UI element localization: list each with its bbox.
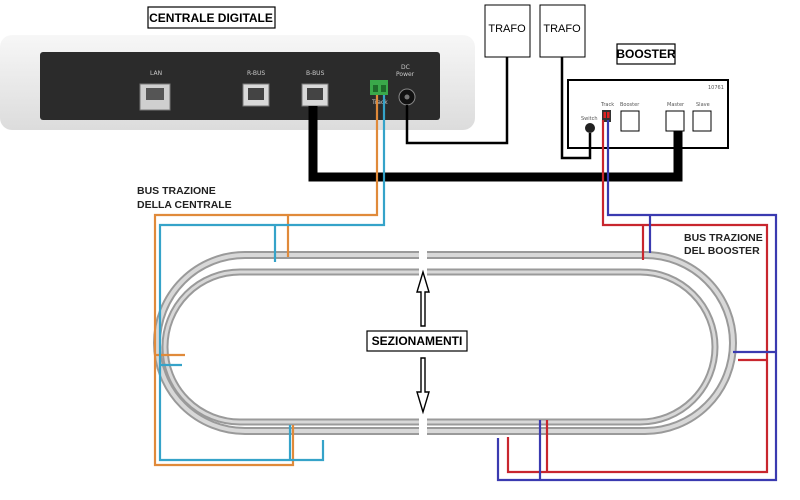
bus-booster-label-1: BUS TRAZIONE bbox=[684, 232, 763, 244]
track-layout bbox=[153, 245, 737, 437]
r-bus-port: R-BUS bbox=[242, 70, 270, 107]
trafo-box-1: TRAFO bbox=[484, 4, 531, 58]
arrow-down bbox=[416, 357, 430, 415]
b-bus-port: B-BUS bbox=[301, 70, 329, 107]
booster-device: 10761 Switch Track Booster Master Slave bbox=[567, 79, 729, 149]
booster-switch-label: Switch bbox=[581, 116, 598, 122]
r-bus-label: R-BUS bbox=[247, 70, 265, 77]
lan-port: LAN bbox=[139, 70, 171, 111]
centrale-label-box: CENTRALE DIGITALE bbox=[147, 6, 276, 29]
lan-label: LAN bbox=[150, 70, 162, 77]
bus-booster-label-2: DEL BOOSTER bbox=[684, 245, 760, 257]
booster-title: BOOSTER bbox=[616, 47, 676, 61]
bus-centrale-blue-wire bbox=[158, 95, 386, 462]
booster-track-label: Track bbox=[600, 102, 614, 108]
bus-trazione-centrale bbox=[153, 95, 386, 467]
sezionamenti-box: SEZIONAMENTI bbox=[366, 330, 468, 352]
b-bus-cable bbox=[308, 106, 683, 182]
section-gap-bottom bbox=[419, 413, 427, 437]
track-terminal: Track bbox=[370, 80, 388, 106]
bus-centrale-label-2: DELLA CENTRALE bbox=[137, 199, 232, 211]
booster-switch-port: Switch bbox=[581, 116, 598, 133]
bus-booster-red-wire bbox=[506, 120, 769, 474]
sezionamenti-label: SEZIONAMENTI bbox=[372, 334, 463, 348]
booster-model: 10761 bbox=[708, 85, 724, 91]
booster-booster-port: Booster bbox=[620, 102, 640, 132]
trafo-2-to-booster-cable bbox=[560, 57, 592, 160]
trafo-1-label: TRAFO bbox=[488, 23, 526, 35]
booster-slave-port: Slave bbox=[692, 102, 712, 132]
dc-label-1: DC bbox=[401, 64, 410, 71]
booster-master-label: Master bbox=[667, 102, 685, 108]
dc-label-2: Power bbox=[396, 71, 415, 78]
booster-label-box: BOOSTER bbox=[616, 43, 676, 65]
bus-centrale-label-1: BUS TRAZIONE bbox=[137, 185, 216, 197]
track-label: Track bbox=[371, 99, 388, 106]
booster-track-terminal: Track bbox=[600, 102, 614, 122]
trafo-1-to-centrale-cable bbox=[405, 57, 509, 145]
centrale-digitale: LAN R-BUS B-BUS Track DC Power bbox=[0, 35, 475, 130]
booster-slave-label: Slave bbox=[696, 102, 710, 108]
booster-master-port: Master bbox=[665, 102, 685, 132]
bus-trazione-booster bbox=[496, 120, 778, 482]
b-bus-label: B-BUS bbox=[306, 70, 325, 77]
trafo-box-2: TRAFO bbox=[539, 4, 586, 58]
arrow-up bbox=[416, 269, 430, 327]
booster-booster-label: Booster bbox=[620, 102, 640, 108]
section-arrows bbox=[416, 269, 430, 415]
bus-booster-blue-wire bbox=[496, 120, 778, 482]
section-gap-top bbox=[419, 245, 427, 277]
centrale-title: CENTRALE DIGITALE bbox=[149, 11, 273, 25]
trafo-2-label: TRAFO bbox=[543, 23, 581, 35]
